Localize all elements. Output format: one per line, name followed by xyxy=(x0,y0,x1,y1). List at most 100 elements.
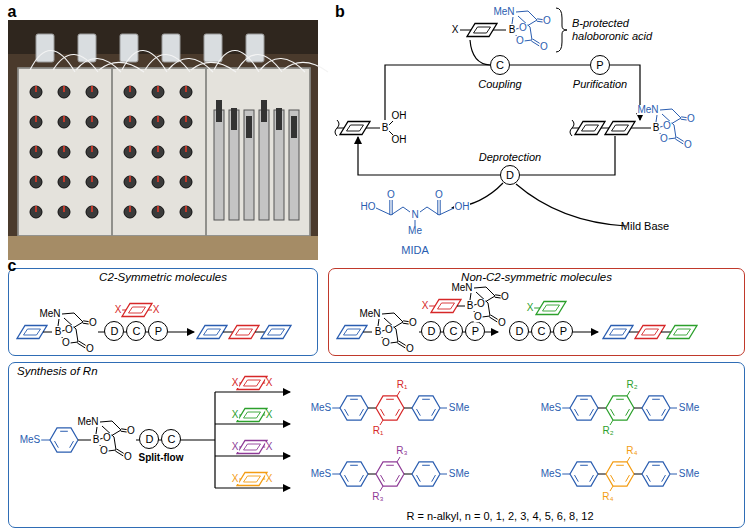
reagent-bottle xyxy=(204,34,222,62)
atom-label: X xyxy=(231,442,239,452)
atom-label: MeN xyxy=(39,309,61,319)
bond-line xyxy=(616,465,624,466)
bond-line xyxy=(626,475,630,482)
bond-line xyxy=(598,408,606,409)
bond-line xyxy=(332,408,340,409)
step-letter: C xyxy=(449,326,457,337)
tubing xyxy=(260,58,305,72)
bond-line xyxy=(345,475,349,482)
bond-line xyxy=(412,462,440,486)
valve-marker xyxy=(129,206,131,212)
valve-knob xyxy=(124,176,136,188)
ring-symbol xyxy=(236,329,253,335)
valve-knob xyxy=(124,86,136,98)
bond-line xyxy=(661,332,671,333)
ring-symbol xyxy=(244,476,261,482)
atom-label: O xyxy=(516,36,525,46)
ring-symbol xyxy=(605,122,635,135)
reagent-line xyxy=(470,40,490,65)
bond-line xyxy=(382,313,403,322)
ring-symbol xyxy=(612,125,629,131)
atom-label: X xyxy=(265,442,273,452)
bond-line xyxy=(255,332,265,333)
bond-line xyxy=(215,391,290,392)
atom-label: O xyxy=(474,312,483,322)
atom-label: B xyxy=(54,327,62,337)
valve-knob xyxy=(124,116,136,128)
valve-knob xyxy=(58,116,70,128)
bond-line xyxy=(440,200,441,215)
atom-label: R₃ xyxy=(372,492,384,502)
atom-label: R₁ xyxy=(396,380,408,390)
cycle-line xyxy=(358,136,615,175)
bond-line xyxy=(580,399,588,400)
bond-line xyxy=(642,396,670,420)
step-circle: D xyxy=(500,165,520,185)
atom-label: O xyxy=(382,338,391,348)
tubing xyxy=(30,50,75,72)
bond-line xyxy=(397,391,400,396)
reagent-bottle xyxy=(162,34,180,62)
valve-knob xyxy=(86,146,98,158)
atom-label: X xyxy=(231,410,239,420)
bond-line xyxy=(668,138,676,139)
valve-knob xyxy=(152,176,164,188)
valve-marker xyxy=(185,146,187,152)
atom-label: SMe xyxy=(448,403,470,413)
bond-line xyxy=(404,474,412,475)
bond-line xyxy=(611,409,615,416)
valve-knob xyxy=(124,146,136,158)
step-letter: C xyxy=(537,326,545,337)
footnote: R = n-alkyl, n = 0, 1, 2, 3, 4, 5, 6, 8,… xyxy=(406,511,593,522)
ring-symbol xyxy=(244,444,261,450)
bond-line xyxy=(575,475,579,482)
ring-symbol xyxy=(17,326,47,339)
step-letter: C xyxy=(132,326,140,337)
step-label: Coupling xyxy=(478,79,521,90)
bond-line xyxy=(215,423,290,424)
reagent-bottle xyxy=(78,34,96,62)
step-circle: P xyxy=(553,321,573,341)
bond-line xyxy=(616,399,624,400)
valve-marker xyxy=(35,86,37,92)
valve-knob xyxy=(86,176,98,188)
atom-label: O xyxy=(519,23,528,33)
atom-label: MeS xyxy=(540,403,562,413)
valve-knob xyxy=(180,146,192,158)
valve-marker xyxy=(185,116,187,122)
tubing xyxy=(168,58,213,72)
atom-label: O xyxy=(409,318,418,328)
bond-line xyxy=(652,465,660,466)
valve-knob xyxy=(180,176,192,188)
bond-line xyxy=(647,409,651,416)
step-letter: P xyxy=(472,326,479,337)
valve-marker xyxy=(157,146,159,152)
bond-line xyxy=(440,474,447,475)
valve-marker xyxy=(157,206,159,212)
bond-line xyxy=(360,475,364,482)
bond-line xyxy=(397,457,400,462)
atom-label: R₄ xyxy=(602,492,614,502)
valve-marker xyxy=(91,146,93,152)
bond-line xyxy=(489,317,497,322)
valve-knob xyxy=(58,146,70,158)
cycle-line xyxy=(385,65,490,120)
bond-line xyxy=(531,41,539,46)
atom-label: R₄ xyxy=(626,446,638,456)
bond-line xyxy=(340,462,368,486)
ring-symbol xyxy=(674,329,691,335)
lab-bench xyxy=(8,236,318,260)
bond-line xyxy=(345,409,349,416)
atom-label: HO xyxy=(360,202,376,212)
atom-label: R₂ xyxy=(626,380,638,390)
bond-line xyxy=(50,428,78,452)
bond-line xyxy=(493,30,506,31)
step-circle: C xyxy=(490,55,510,75)
atom-label: O xyxy=(663,121,672,131)
atom-label: O xyxy=(86,344,95,354)
atom-label: MeN xyxy=(451,283,473,293)
atom-label: X xyxy=(451,25,459,35)
valve-marker xyxy=(35,116,37,122)
valve-marker xyxy=(185,206,187,212)
atom-label: MeN xyxy=(359,309,381,319)
